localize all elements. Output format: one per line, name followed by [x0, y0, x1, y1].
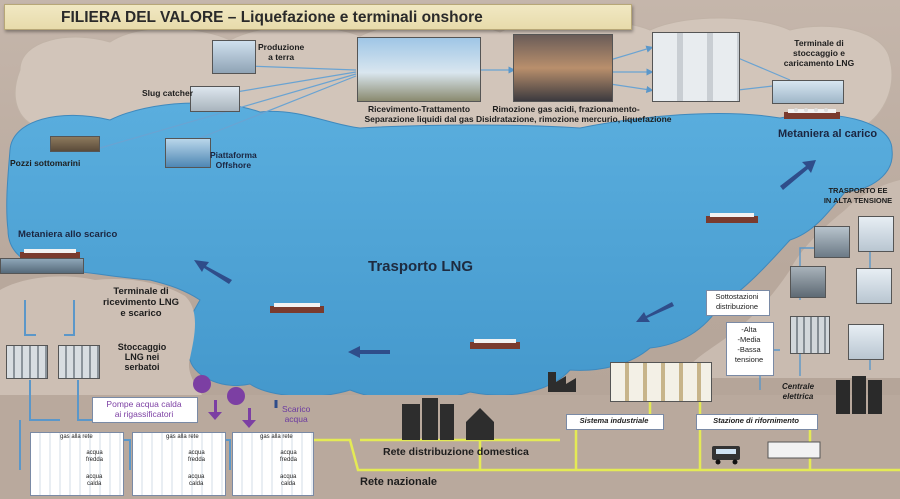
pumps-box [92, 397, 198, 423]
receiving-terminal-photo [0, 258, 84, 274]
factory-icon [548, 372, 576, 392]
truck-icon [712, 441, 821, 465]
cold-water-label-1: acqua fredda [86, 450, 104, 463]
voltage-label: -Alta -Media -Bassa tensione [734, 325, 764, 364]
substations-box [706, 290, 770, 316]
treatment-label: Ricevimento-Trattamento Separazione liqu… [364, 104, 474, 124]
lng-transport-label: Trasporto LNG [368, 258, 474, 275]
domestic-network-label: Rete distribuzione domestica [383, 446, 529, 458]
offshore-platform-photo [165, 138, 211, 168]
hot-water-label-2: acqua calda [188, 474, 205, 487]
slug-catcher-label: Slug catcher [142, 88, 194, 98]
substation-photo-1 [790, 266, 826, 298]
offshore-platform-label: Piattaforma Offshore [210, 150, 257, 170]
regasifier-3 [232, 432, 314, 496]
pump-symbols [193, 375, 256, 428]
production-label: Produzione a terra [258, 42, 305, 62]
industrial-system-box [566, 414, 664, 430]
national-network-label: Rete nazionale [360, 476, 438, 488]
power-plant-label: Centrale elettrica [782, 382, 815, 401]
subsea-wells-label: Pozzi sottomarini [10, 158, 81, 168]
city-icon [402, 398, 494, 440]
gas-to-grid-label-2: gas alla rete [166, 434, 199, 440]
subsea-wells-photo [50, 136, 100, 152]
tank-photo-1 [6, 345, 48, 379]
regasifier-2 [132, 432, 226, 496]
tank-photo-2 [58, 345, 100, 379]
left-land [0, 276, 205, 400]
cold-water-label-2: acqua fredda [188, 450, 206, 463]
gas-to-grid-label-3: gas alla rete [260, 434, 293, 440]
liquefaction-label: Rimozione gas acidi, frazionamento- Disi… [476, 104, 672, 124]
hv-transport-label: TRASPORTO EE IN ALTA TENSIONE [823, 186, 893, 205]
storage-tanks-label: Stoccaggio LNG nei serbatoi [117, 342, 167, 372]
storage-terminal-label: Terminale di stoccaggio e caricamento LN… [783, 38, 855, 68]
substations-label: Sottostazioni distribuzione [715, 292, 759, 311]
power-plant-icon [836, 376, 882, 414]
loading-terminal-photo [772, 80, 844, 104]
voltage-box [726, 322, 774, 376]
page-title: FILIERA DEL VALORE – Liquefazione e term… [4, 4, 632, 30]
hot-water-label-1: acqua calda [86, 474, 103, 487]
industrial-system-label: Sistema industriale [579, 416, 649, 425]
industrial-plant-photo [610, 362, 712, 402]
unloading-ship-label: Metaniera allo scarico [18, 229, 118, 240]
regasifier-1 [30, 432, 124, 496]
pumps-label: Pompe acqua calda ai rigassificatori [106, 399, 182, 419]
loading-ship-label: Metaniera al carico [778, 128, 878, 140]
hot-water-label-3: acqua calda [280, 474, 297, 487]
gas-to-grid-label-1: gas alla rete [60, 434, 93, 440]
storage-terminal-photo [652, 32, 740, 102]
refuelling-station-label: Stazione di rifornimento [713, 416, 799, 425]
cold-water-label-3: acqua fredda [280, 450, 298, 463]
substation-photo-2 [790, 316, 830, 354]
liquefaction-plant-photo [513, 34, 613, 102]
flow-arrows [194, 160, 816, 358]
hv-substation-photo [814, 226, 850, 258]
pylon-photo-3 [848, 324, 884, 360]
treatment-plant-photo [357, 37, 481, 102]
discharge-label: Scarico acqua [282, 404, 311, 424]
production-photo [212, 40, 256, 74]
pylon-photo-1 [858, 216, 894, 252]
receiving-terminal-label: Terminale di ricevimento LNG e scarico [102, 286, 180, 319]
pylon-photo-2 [856, 268, 892, 304]
slug-catcher-photo [190, 86, 240, 112]
refuelling-station-box [696, 414, 818, 430]
ships [20, 108, 840, 349]
